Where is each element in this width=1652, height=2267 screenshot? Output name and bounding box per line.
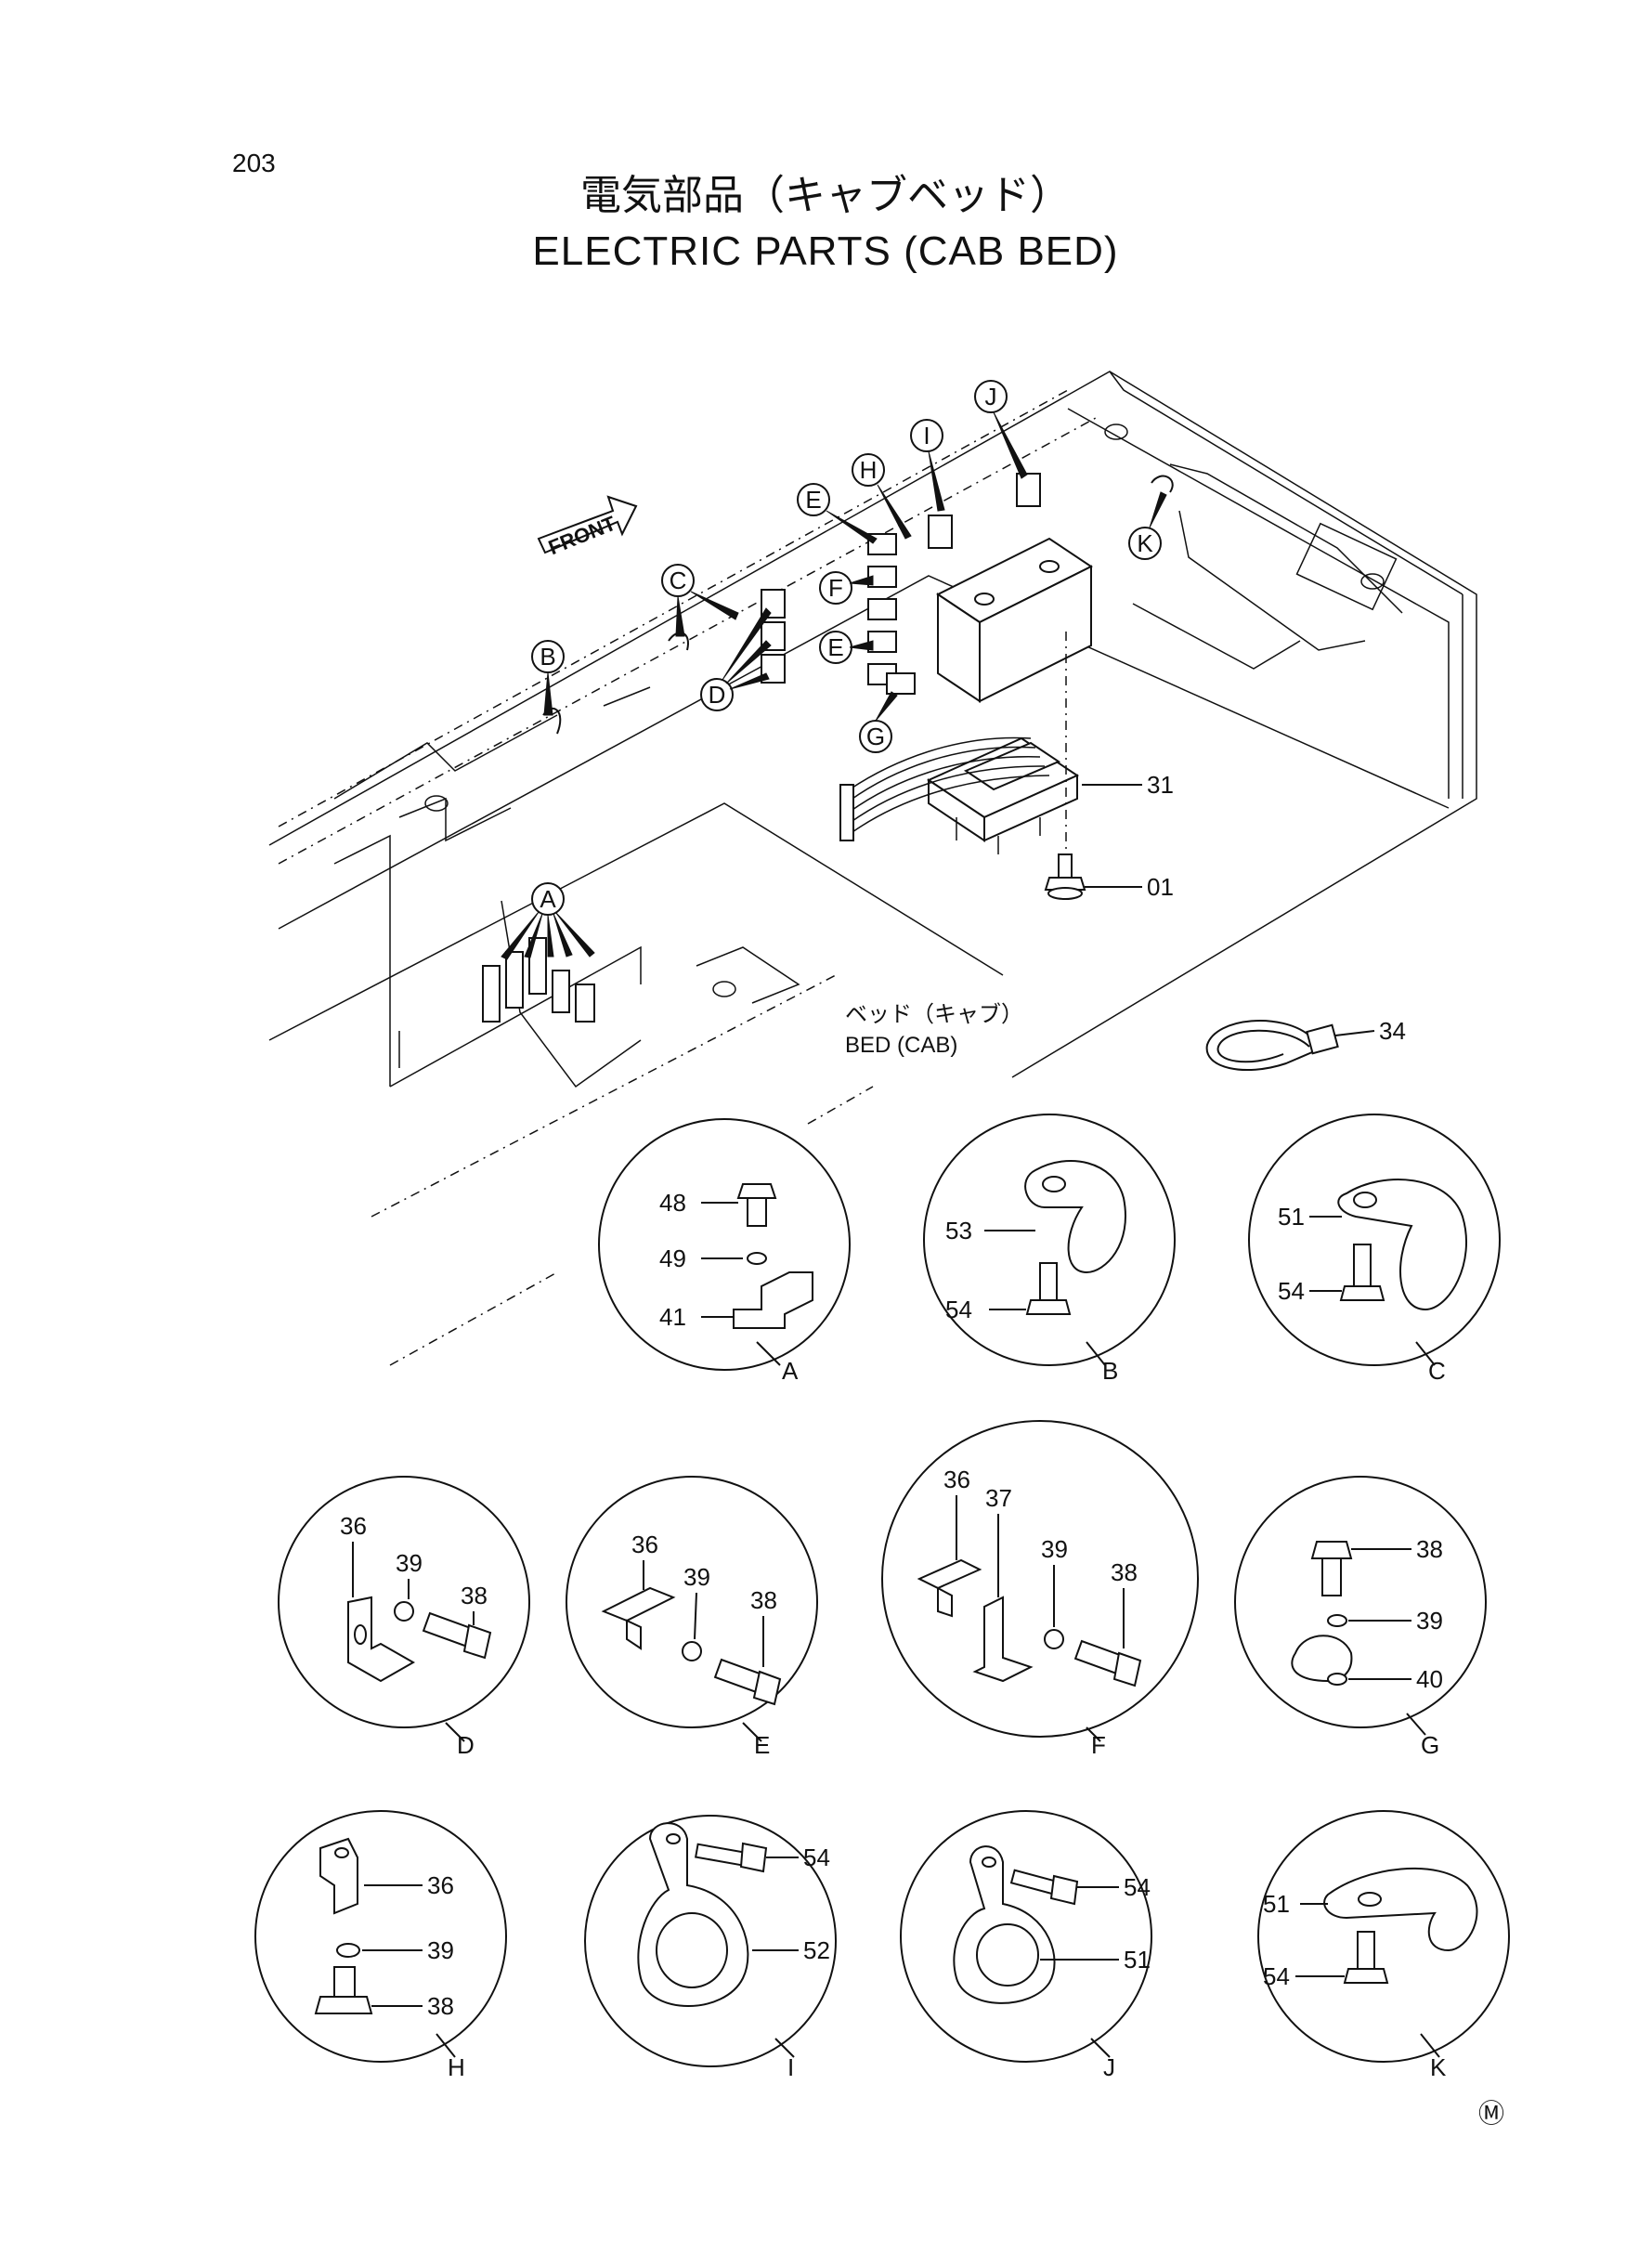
- svg-text:51: 51: [1278, 1203, 1305, 1231]
- svg-text:H: H: [860, 456, 878, 484]
- svg-text:36: 36: [943, 1466, 970, 1493]
- detail-h: 36 39 38 H: [254, 1810, 507, 2081]
- svg-text:54: 54: [945, 1296, 972, 1323]
- detail-e: 36 39 38 E: [566, 1476, 818, 1759]
- svg-text:39: 39: [1041, 1535, 1068, 1563]
- svg-text:B: B: [540, 643, 555, 671]
- battery-box: [936, 537, 1093, 703]
- detail-c-letter: C: [1428, 1357, 1446, 1385]
- svg-text:D: D: [709, 681, 726, 709]
- detail-a: 48 49 41 A: [598, 1118, 851, 1385]
- callout-h: H: [852, 453, 885, 487]
- svg-text:F: F: [828, 574, 843, 602]
- svg-text:G: G: [866, 723, 885, 750]
- svg-text:38: 38: [427, 1992, 454, 2020]
- svg-text:51: 51: [1124, 1946, 1151, 1974]
- svg-text:A: A: [540, 885, 556, 913]
- part-01-label: 01: [1147, 873, 1174, 901]
- callout-f: F: [819, 571, 852, 605]
- svg-text:48: 48: [659, 1189, 686, 1217]
- svg-text:36: 36: [631, 1531, 658, 1558]
- svg-text:54: 54: [1124, 1873, 1151, 1901]
- detail-i-letter: I: [787, 2053, 794, 2081]
- m-mark: Ⓜ: [1478, 2099, 1504, 2128]
- svg-text:49: 49: [659, 1244, 686, 1272]
- detail-d: 36 39 38 D: [278, 1476, 530, 1759]
- callout-g: G: [859, 720, 892, 753]
- svg-text:38: 38: [461, 1582, 488, 1609]
- svg-text:53: 53: [945, 1217, 972, 1244]
- detail-f: 36 37 39 38 F: [881, 1420, 1199, 1759]
- detail-i: 54 52 I: [584, 1815, 837, 2081]
- svg-text:40: 40: [1416, 1665, 1443, 1693]
- svg-text:54: 54: [1263, 1962, 1290, 1990]
- svg-text:39: 39: [683, 1563, 710, 1591]
- detail-g: 38 39 40 G: [1234, 1476, 1487, 1759]
- svg-text:E: E: [827, 633, 843, 661]
- svg-text:51: 51: [1263, 1890, 1290, 1918]
- bed-label-japanese: ベッド（キャブ）: [845, 1002, 1023, 1027]
- callout-k: K: [1128, 527, 1162, 560]
- part-34-label: 34: [1379, 1017, 1406, 1045]
- callout-j: J: [974, 380, 1008, 413]
- svg-text:I: I: [923, 422, 930, 449]
- detail-c: 51 54 C: [1248, 1114, 1501, 1385]
- detail-b: 53 54 B: [923, 1114, 1176, 1385]
- callout-i: I: [910, 419, 943, 452]
- detail-f-letter: F: [1091, 1731, 1106, 1759]
- callout-leaders: [501, 411, 1167, 960]
- front-arrow: FRONT: [537, 495, 638, 559]
- callout-e-upper: E: [797, 483, 830, 516]
- page-number: 203: [232, 149, 276, 177]
- svg-text:39: 39: [1416, 1607, 1443, 1635]
- svg-text:39: 39: [396, 1549, 423, 1577]
- detail-j-letter: J: [1103, 2053, 1115, 2081]
- svg-text:52: 52: [803, 1936, 830, 1964]
- svg-text:C: C: [670, 567, 687, 594]
- svg-text:38: 38: [1416, 1535, 1443, 1563]
- svg-text:41: 41: [659, 1303, 686, 1331]
- svg-text:54: 54: [1278, 1277, 1305, 1305]
- relay-unit: [839, 632, 1080, 854]
- bed-label-english: BED (CAB): [845, 1033, 957, 1058]
- svg-text:38: 38: [750, 1586, 777, 1614]
- svg-text:54: 54: [803, 1844, 830, 1871]
- svg-text:36: 36: [340, 1512, 367, 1540]
- detail-a-letter: A: [782, 1357, 799, 1385]
- svg-text:E: E: [805, 486, 821, 514]
- svg-text:37: 37: [985, 1484, 1012, 1512]
- svg-text:38: 38: [1111, 1558, 1138, 1586]
- main-part-leaders: 31 01 34: [1082, 771, 1406, 1045]
- callout-e-lower: E: [819, 631, 852, 664]
- svg-text:K: K: [1137, 529, 1153, 557]
- cable-tie-34: [1205, 1020, 1375, 1071]
- detail-d-letter: D: [457, 1731, 475, 1759]
- callout-b: B: [531, 640, 565, 673]
- detail-k: 51 54 K: [1257, 1810, 1510, 2081]
- callout-c: C: [661, 564, 695, 597]
- callout-bubbles: A B C D E E F G H I J K: [531, 380, 1162, 916]
- detail-h-letter: H: [448, 2053, 465, 2081]
- detail-g-letter: G: [1421, 1731, 1439, 1759]
- callout-a: A: [531, 882, 565, 916]
- part-31-label: 31: [1147, 771, 1174, 799]
- svg-text:J: J: [985, 383, 997, 410]
- title-english: ELECTRIC PARTS (CAB BED): [532, 228, 1118, 274]
- svg-text:36: 36: [427, 1871, 454, 1899]
- detail-e-letter: E: [754, 1731, 770, 1759]
- detail-b-letter: B: [1102, 1357, 1118, 1385]
- title-japanese: 電気部品（キャブベッド）: [580, 173, 1071, 218]
- callout-d: D: [700, 678, 734, 711]
- front-label: FRONT: [545, 511, 619, 559]
- detail-j: 54 51 J: [900, 1810, 1152, 2081]
- svg-text:39: 39: [427, 1936, 454, 1964]
- frame-brackets: [482, 473, 1174, 1023]
- bolt-01: [1044, 853, 1086, 900]
- detail-k-letter: K: [1430, 2053, 1447, 2081]
